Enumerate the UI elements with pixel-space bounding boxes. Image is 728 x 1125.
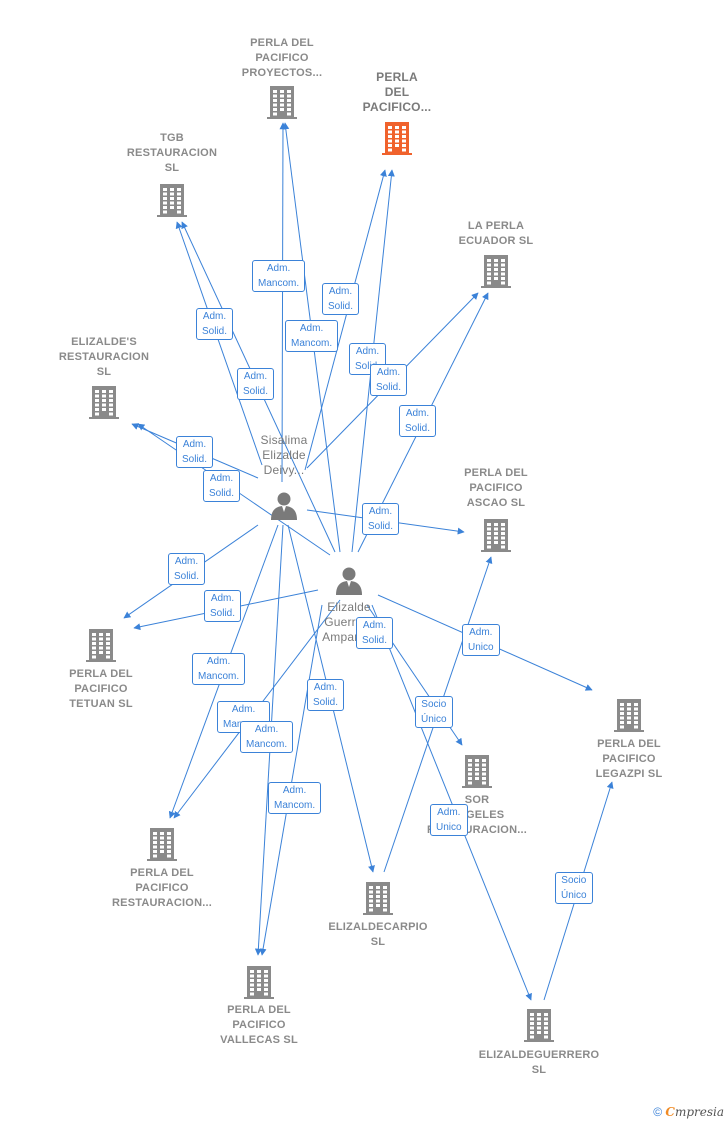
edge-label-sisalima-to-elizaldecarpio[interactable]: Adm. Solid. <box>307 679 345 711</box>
footer-brand[interactable]: © Cmpresia <box>653 1105 724 1119</box>
edge-label-elizalde_guerrero-to-perla_proyectos[interactable]: Adm. Mancom. <box>285 320 339 352</box>
edge-elizalde_guerrero-to-elizaldeguerrero_sl <box>371 604 532 1001</box>
person-icon[interactable] <box>269 490 299 525</box>
node-label-sisalima[interactable]: Sisalima Elizalde Deivy... <box>260 433 308 477</box>
copyright-symbol: © <box>653 1105 663 1119</box>
building-icon[interactable] <box>157 183 187 222</box>
edge-label-elizalde_guerrero-to-perla_tetuan[interactable]: Adm. Solid. <box>204 590 242 622</box>
edge-label-sisalima-to-elizaldes[interactable]: Adm. Solid. <box>176 436 214 468</box>
edge-label-elizalde_guerrero-to-sor_angeles[interactable]: Adm. Solid. <box>356 617 394 649</box>
building-icon[interactable] <box>614 698 644 737</box>
building-icon[interactable] <box>363 881 393 920</box>
edge-label-elizaldeguerrero_sl-to-perla_legazpi[interactable]: Socio Único <box>555 872 593 904</box>
building-icon[interactable] <box>267 85 297 124</box>
building-icon[interactable] <box>147 827 177 866</box>
edge-label-sisalima-to-perla_vallecas[interactable]: Adm. Mancom. <box>240 721 294 753</box>
building-icon[interactable] <box>462 754 492 793</box>
edge-sisalima-to-perla_proyectos <box>279 122 287 483</box>
node-label-elizaldes[interactable]: ELIZALDE'S RESTAURACION SL <box>58 336 150 378</box>
edge-label-elizalde_guerrero-to-elizaldeguerrero_sl[interactable]: Adm. Unico <box>430 804 468 836</box>
edge-label-sisalima-to-perla_ecuador[interactable]: Adm. Solid. <box>370 364 408 396</box>
person-icon[interactable] <box>334 565 364 600</box>
node-label-perla_restauracion[interactable]: PERLA DEL PACIFICO RESTAURACION... <box>112 867 212 909</box>
building-icon[interactable] <box>481 254 511 293</box>
edge-label-sisalima-to-perla_tetuan[interactable]: Adm. Solid. <box>168 553 206 585</box>
building-icon[interactable] <box>524 1008 554 1047</box>
building-icon[interactable] <box>382 121 412 160</box>
node-label-elizaldecarpio[interactable]: ELIZALDECARPIO SL <box>328 921 428 948</box>
node-label-perla_ascao[interactable]: PERLA DEL PACIFICO ASCAO SL <box>464 467 528 509</box>
building-icon[interactable] <box>244 965 274 1004</box>
node-label-perla_legazpi[interactable]: PERLA DEL PACIFICO LEGAZPI SL <box>595 738 663 780</box>
edge-label-sisalima-to-perla_main[interactable]: Adm. Solid. <box>322 283 360 315</box>
edge-label-elizalde_guerrero-to-perla_ecuador[interactable]: Adm. Solid. <box>399 405 437 437</box>
edge-label-elizaldecarpio-to-perla_ascao[interactable]: Socio Único <box>415 696 453 728</box>
building-icon[interactable] <box>86 628 116 667</box>
node-label-sor_angeles[interactable]: SOR ANGELES RESTAURACION... <box>427 794 527 836</box>
node-label-perla_tetuan[interactable]: PERLA DEL PACIFICO TETUAN SL <box>69 668 133 710</box>
edge-sisalima-to-perla_main <box>304 169 387 471</box>
edge-label-elizalde_guerrero-to-tgb[interactable]: Adm. Solid. <box>237 368 275 400</box>
edge-sisalima-to-tgb <box>175 221 263 466</box>
node-label-perla_ecuador[interactable]: LA PERLA ECUADOR SL <box>458 220 534 247</box>
edge-label-sisalima-to-perla_restauracion[interactable]: Adm. Mancom. <box>192 653 246 685</box>
edge-label-sisalima-to-perla_ascao[interactable]: Adm. Solid. <box>362 503 400 535</box>
node-label-tgb[interactable]: TGB RESTAURACION SL <box>126 132 218 174</box>
edge-label-elizalde_guerrero-to-elizaldes[interactable]: Adm. Solid. <box>203 470 241 502</box>
edge-label-elizalde_guerrero-to-perla_vallecas[interactable]: Adm. Mancom. <box>268 782 322 814</box>
node-label-elizaldeguerrero_sl[interactable]: ELIZALDEGUERRERO SL <box>478 1049 600 1076</box>
node-label-elizalde_guerrero[interactable]: Elizalde Guerrero Amparo... <box>322 600 376 644</box>
node-label-perla_vallecas[interactable]: PERLA DEL PACIFICO VALLECAS SL <box>220 1004 298 1046</box>
edge-label-sisalima-to-perla_proyectos[interactable]: Adm. Mancom. <box>252 260 306 292</box>
edge-elizalde_guerrero-to-perla_vallecas <box>259 604 323 956</box>
building-icon[interactable] <box>89 385 119 424</box>
edge-label-sisalima-to-tgb[interactable]: Adm. Solid. <box>196 308 234 340</box>
building-icon[interactable] <box>481 518 511 557</box>
node-label-perla_main[interactable]: PERLA DEL PACIFICO... <box>362 70 432 114</box>
empresia-logo: Cmpresia <box>665 1105 724 1119</box>
node-label-perla_proyectos[interactable]: PERLA DEL PACIFICO PROYECTOS... <box>241 37 323 79</box>
edge-label-elizalde_guerrero-to-perla_legazpi[interactable]: Adm. Unico <box>462 624 500 656</box>
